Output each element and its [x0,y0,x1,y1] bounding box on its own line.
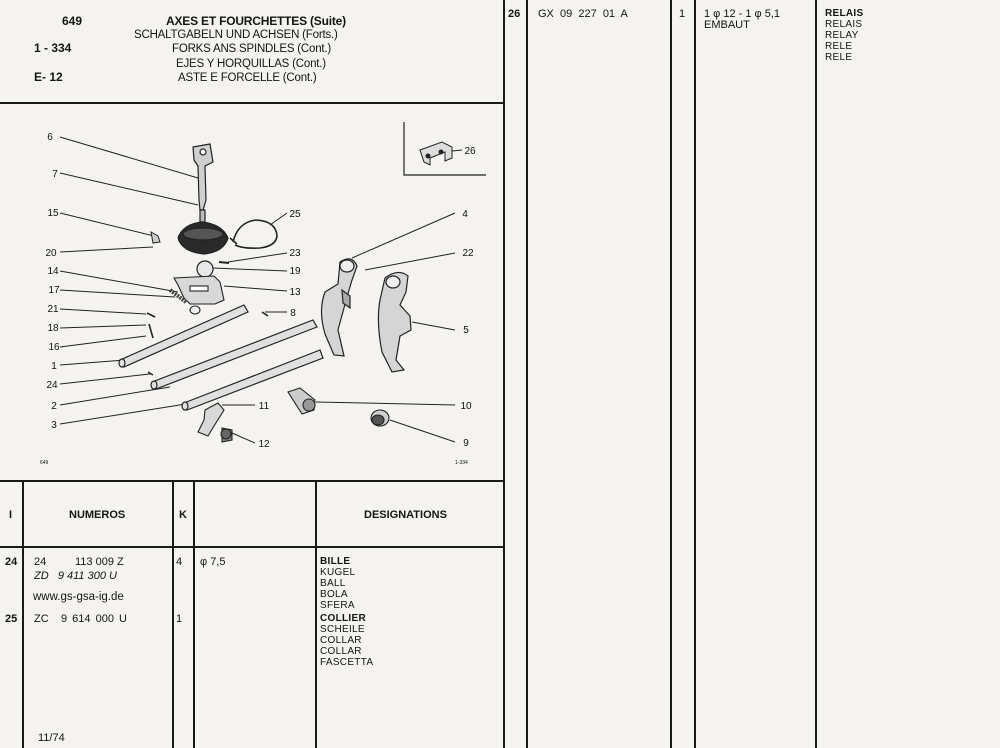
reference-number: 1 - 334 [34,41,72,55]
spec-line-1: 1 φ 12 - 1 φ 5,1 [704,8,781,20]
title-english: FORKS ANS SPINDLES (Cont.) [172,43,332,55]
designation-fr: COLLIER [320,613,366,624]
title-spanish: EJES Y HORQUILLAS (Cont.) [176,58,326,70]
callout-3: 3 [51,420,57,431]
callout-12: 12 [258,439,270,450]
selector-rods-illustration [118,304,324,411]
designation-it: FASCETTA [320,657,374,668]
callout-2: 2 [51,401,57,412]
callout-21: 21 [47,304,59,315]
relay-bracket-illustration [419,141,453,166]
right-col-divider-2 [670,0,672,748]
callout-14: 14 [47,266,59,277]
callout-7: 7 [52,169,58,180]
selector-fork-illustration-2 [377,271,412,373]
designation-en: COLLAR [320,635,362,646]
designation-it: RELE [825,52,853,63]
spec-line-2: EMBAUT [704,19,750,31]
designation-fr: RELAIS [825,8,864,19]
gear-lever-illustration [177,143,229,255]
detent-plug-illustration [287,387,316,415]
callout-18: 18 [47,323,59,334]
locking-plate-illustration [168,275,225,315]
left-panel-right-border [503,0,505,748]
callout-labels: 6 7 15 20 14 17 21 18 16 1 24 2 3 25 23 … [40,132,476,466]
title-german: SCHALTGABELN UND ACHSEN (Forts.) [134,29,338,41]
part-number-alt: ZD 9 411 300 U [34,570,117,582]
callout-22: 22 [462,248,474,259]
callout-5: 5 [463,325,469,336]
designation-es: BOLA [320,589,348,600]
interlock-lever-illustration [197,402,233,443]
group-code: E- 12 [34,70,63,84]
callout-9: 9 [463,438,469,449]
right-col-divider-1 [526,0,528,748]
designation-es: RELE [825,41,853,52]
callout-24: 24 [46,380,58,391]
right-col-divider-3 [694,0,696,748]
col-header-numeros: NUMEROS [69,509,126,521]
callout-16: 16 [48,342,60,353]
callout-25: 25 [289,209,301,220]
col-header-index: I [9,509,13,521]
quantity: 1 [176,613,183,625]
designation-de: KUGEL [320,567,356,578]
callout-17: 17 [48,285,60,296]
part-number-prefix: 24 [34,556,47,568]
callout-11: 11 [259,401,270,412]
table-col-divider-3 [193,480,195,748]
designation-es: COLLAR [320,646,362,657]
exploded-parts-diagram: 6 7 15 20 14 17 21 18 16 1 24 2 3 25 23 … [40,122,486,466]
callout-15: 15 [47,208,59,219]
designation-en: RELAY [825,30,859,41]
title-italian: ASTE E FORCELLE (Cont.) [178,72,317,84]
row-index: 25 [5,613,18,625]
table-col-divider-1 [22,480,24,748]
table-col-divider-4 [315,480,317,748]
page-number: 649 [62,14,83,28]
row-index: 26 [508,8,521,20]
row-index: 24 [5,556,18,568]
retaining-collar-illustration [229,219,278,249]
diagram-footer-right: 1-334 [455,460,468,466]
col-header-designations: DESIGNATIONS [364,509,447,521]
table-header-bottom-border [0,546,504,548]
callout-20: 20 [45,248,57,259]
quantity: 1 [679,8,686,20]
designation-de: RELAIS [825,19,863,30]
callout-1: 1 [51,361,57,372]
right-col-divider-4 [815,0,817,748]
footer-date: 11/74 [38,732,65,744]
col-header-k: K [179,509,187,521]
watermark-url: www.gs-gsa-ig.de [33,591,124,603]
table-col-divider-2 [172,480,174,748]
small-pins-illustration [146,311,269,376]
selector-fork-illustration [320,258,358,357]
spec: φ 7,5 [200,556,226,568]
part-number-prefix: ZC [34,613,49,625]
callout-13: 13 [289,287,301,298]
pin-illustration [150,231,161,244]
diagram-bottom-border [0,480,504,482]
title-french: AXES ET FOURCHETTES (Suite) [166,14,346,28]
designation-de: SCHEILE [320,624,365,635]
designation-en: BALL [320,578,346,589]
designation-fr: BILLE [320,556,351,567]
part-number: GX 09 227 01 A [538,8,628,20]
cap-plug-illustration [370,409,390,427]
callout-26: 26 [464,146,476,157]
callout-6: 6 [47,132,53,143]
designation-it: SFERA [320,600,355,611]
quantity: 4 [176,556,183,568]
part-number: 113 009 Z [75,556,124,568]
callout-23: 23 [289,248,301,259]
callout-19: 19 [289,266,301,277]
diagram-footer-left: 649 [40,460,49,466]
part-number: 9 614 000 U [61,613,127,625]
ball-illustration [196,260,214,278]
callout-8: 8 [290,308,296,319]
header-bottom-border [0,102,504,104]
callout-10: 10 [460,401,472,412]
callout-4: 4 [462,209,468,220]
